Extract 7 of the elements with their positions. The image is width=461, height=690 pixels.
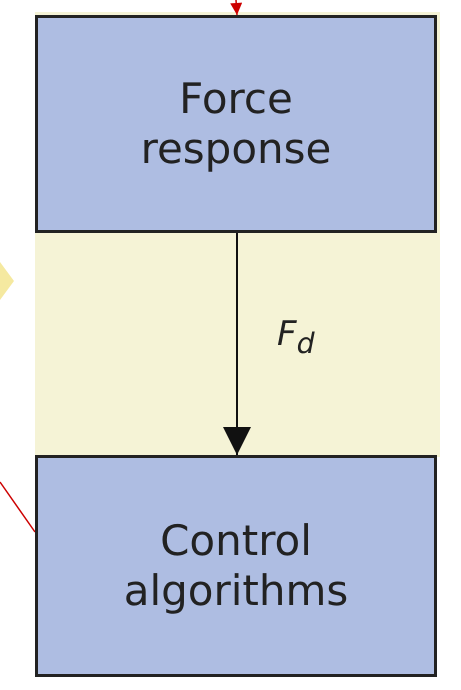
arrow [230, 0, 242, 16]
process-box [35, 15, 437, 233]
process-box [35, 455, 437, 677]
box-label: Force response [140, 74, 332, 174]
arrow [223, 233, 251, 455]
box-label: Control algorithms [122, 516, 350, 616]
line [0, 482, 36, 532]
